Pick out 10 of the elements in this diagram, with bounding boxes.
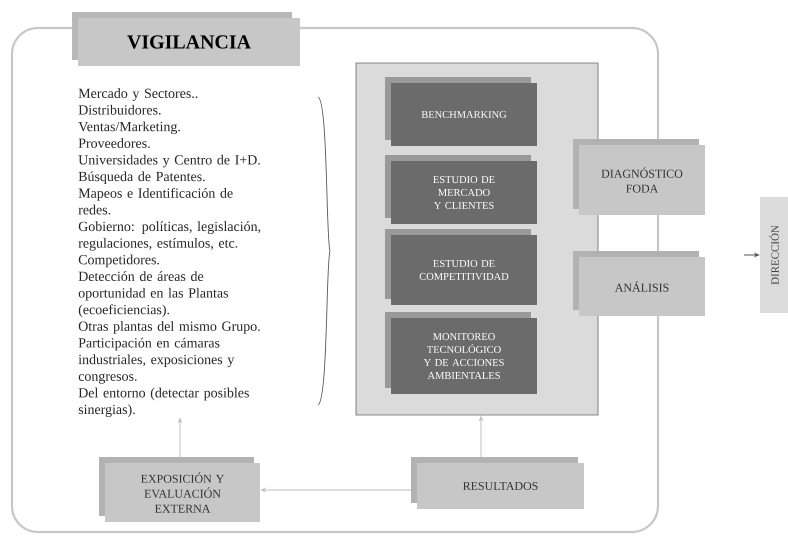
process-box: RESULTADOS — [411, 457, 584, 509]
study-box: ESTUDIO DE COMPETITIVIDAD — [385, 229, 537, 305]
study-box: BENCHMARKING — [385, 77, 537, 146]
study-box: MONITOREO TECNOLÓGICO Y DE ACCIONES AMBIENTALES — [385, 312, 537, 394]
source-list: Mercado y Sectores.. Distribuidores. Ventas/Marketing. Proveedores. Universidades y Centro de I+D. Búsqueda de Patentes. Mapeos e Identificación de redes. Gobierno: políticas, legislación, regulaciones, estímulos, etc. Competidores. Detección de áreas de oportunidad en las Plantas (ecoeficiencias). Otras plantas del mismo Grupo. Participación en cámaras industriales, exposiciones y congresos. Del entorno (detectar posibles sinergias). — [78, 88, 260, 417]
process-box: EXPOSICIÓN Y EVALUACIÓN EXTERNA — [99, 457, 260, 522]
direction-box: DIRECCIÓN — [760, 197, 788, 313]
process-box: ANÁLISIS — [573, 251, 705, 316]
process-box: DIAGNÓSTICO FODA — [573, 139, 705, 215]
study-box: ESTUDIO DE MERCADO Y CLIENTES — [385, 155, 537, 224]
